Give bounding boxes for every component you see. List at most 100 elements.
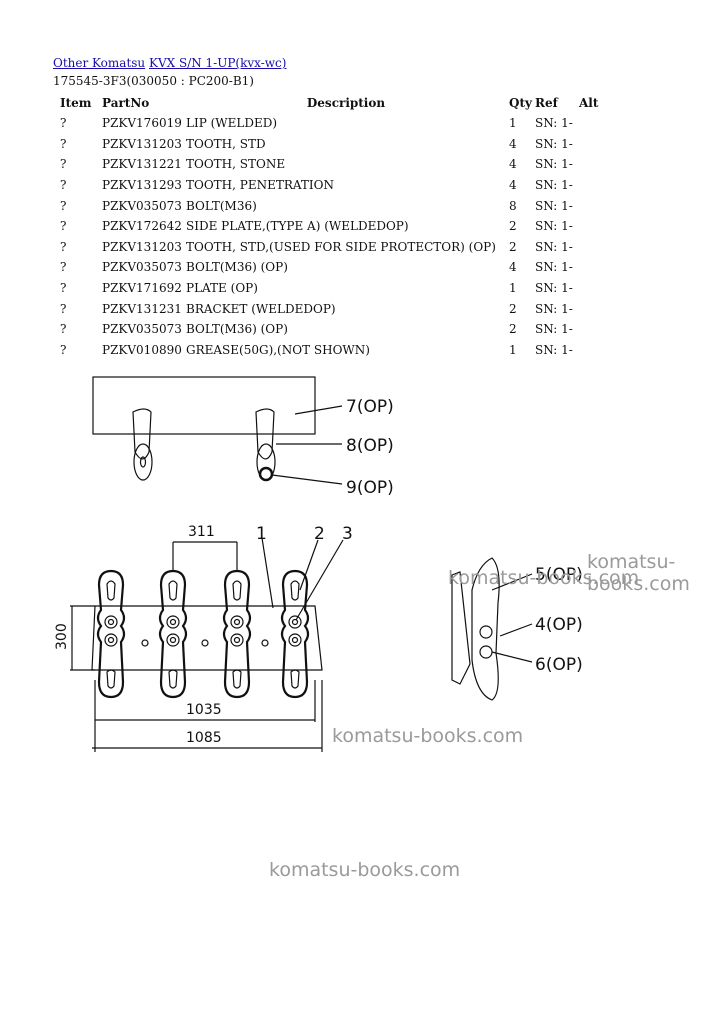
cell-alt (579, 175, 598, 196)
leader-4 (499, 623, 533, 637)
leader-9 (271, 474, 343, 485)
side-plate-top-view (92, 376, 343, 485)
cell-ref: SN: 1- (535, 219, 573, 234)
cell-item: ? (60, 157, 67, 172)
cell-alt (579, 195, 598, 216)
cell-ref: SN: 1- (535, 198, 573, 213)
tooth-2 (158, 569, 188, 699)
cell-alt (579, 216, 598, 237)
cell-item: ? (60, 260, 67, 275)
leader-1 (261, 537, 274, 609)
watermark: komatsu-books.com (269, 859, 461, 881)
dim-311: 311 (188, 524, 215, 540)
bracket-right-shape (255, 408, 275, 460)
cell-qty: 1 (509, 116, 517, 131)
cell-partno: PZKV176019 (102, 116, 182, 131)
cell-partno: PZKV172642 (102, 219, 182, 234)
breadcrumb-link-other-komatsu[interactable]: Other Komatsu (53, 56, 146, 70)
cell-alt (579, 257, 598, 278)
callout-6: 6(OP) (535, 655, 583, 675)
parts-table: Item PartNo Description Qty Ref Alt ?PZK… (53, 93, 598, 360)
cell-partno: PZKV035073 (102, 260, 182, 275)
cell-partno: PZKV171692 (102, 281, 182, 296)
cell-ref: SN: 1- (535, 322, 573, 337)
cell-partno: PZKV010890 (102, 342, 182, 357)
cell-qty: 1 (509, 342, 517, 357)
leader-3 (295, 539, 344, 621)
tooth-3 (222, 569, 252, 699)
dim-300: 300 (54, 623, 70, 650)
bracket-left-lower-shape (133, 443, 153, 481)
breadcrumb-link-kvx[interactable]: KVX S/N 1-UP(kvx-wc) (148, 56, 287, 70)
dim-1085: 1085 (186, 730, 222, 746)
callout-2: 2 (314, 524, 325, 544)
cell-item: ? (60, 342, 67, 357)
callout-3: 3 (342, 524, 353, 544)
callout-1: 1 (256, 524, 267, 544)
bracket-left-shape (132, 408, 152, 460)
cell-item: ? (60, 198, 67, 213)
page-subtitle: 175545-3F3(030050 : PC200-B1) (53, 74, 254, 88)
cell-qty: 4 (509, 178, 517, 193)
cell-ref: SN: 1- (535, 301, 573, 316)
watermark: komatsu-books.com (332, 725, 524, 747)
cell-partno: PZKV131231 (102, 301, 182, 316)
col-header-partno: PartNo (102, 96, 150, 110)
breadcrumb: Other Komatsu KVX S/N 1-UP(kvx-wc) (53, 56, 286, 70)
col-header-qty: Qty (509, 96, 532, 110)
tooth-4 (280, 569, 310, 699)
tooth-1 (96, 569, 126, 699)
plate-7-shape (92, 376, 316, 435)
bolt-9-shape (258, 466, 274, 482)
cell-item: ? (60, 116, 67, 131)
cell-item: ? (60, 178, 67, 193)
side-bolt-upper (479, 625, 493, 639)
table-row: ? PZKV172642 SIDE PLATE,(TYPE A) (WELDEDOP… (53, 216, 598, 237)
cell-alt (579, 319, 598, 340)
cell-description: TOOTH, STD (186, 136, 266, 151)
cell-alt (579, 278, 598, 299)
cell-description: TOOTH, STONE (186, 157, 286, 172)
cell-item: ? (60, 322, 67, 337)
cell-item: ? (60, 219, 67, 234)
lip-front-view (70, 537, 344, 752)
cell-qty: 2 (509, 219, 517, 234)
cell-alt (579, 237, 598, 258)
cell-qty: 4 (509, 136, 517, 151)
cell-description: SIDE PLATE,(TYPE A) (WELDEDOP) (186, 219, 409, 234)
cell-qty: 4 (509, 260, 517, 275)
side-protector-view (451, 557, 533, 701)
cell-description: BOLT(M36) (OP) (186, 322, 288, 337)
lip-hole-center (201, 639, 209, 647)
cell-ref: SN: 1- (535, 157, 573, 172)
bracket-left-hole-shape (139, 456, 147, 468)
callout-4: 4(OP) (535, 615, 583, 635)
dim-1035: 1035 (186, 702, 222, 718)
cell-ref: SN: 1- (535, 281, 573, 296)
cell-partno: PZKV131203 (102, 239, 182, 254)
cell-description: LIP (WELDED) (186, 116, 278, 131)
col-header-alt: Alt (579, 96, 599, 110)
callout-9: 9(OP) (346, 478, 394, 498)
cell-ref: SN: 1- (535, 116, 573, 131)
col-header-item: Item (60, 96, 92, 110)
cell-ref: SN: 1- (535, 178, 573, 193)
parts-diagram: 7(OP) 8(OP) 9(OP) 1 2 3 5(OP) 4(OP) 6(OP… (54, 376, 583, 752)
lip-hole-left (141, 639, 149, 647)
table-row: ? PZKV176019 LIP (WELDED) 1 SN: 1- (53, 113, 598, 134)
cell-qty: 2 (509, 239, 517, 254)
cell-alt (579, 298, 598, 319)
cell-qty: 4 (509, 157, 517, 172)
cell-ref: SN: 1- (535, 136, 573, 151)
leader-7 (294, 405, 343, 415)
cell-description: TOOTH, PENETRATION (186, 178, 335, 193)
side-plate-shape (451, 571, 471, 685)
cell-alt (579, 340, 598, 361)
cell-item: ? (60, 301, 67, 316)
